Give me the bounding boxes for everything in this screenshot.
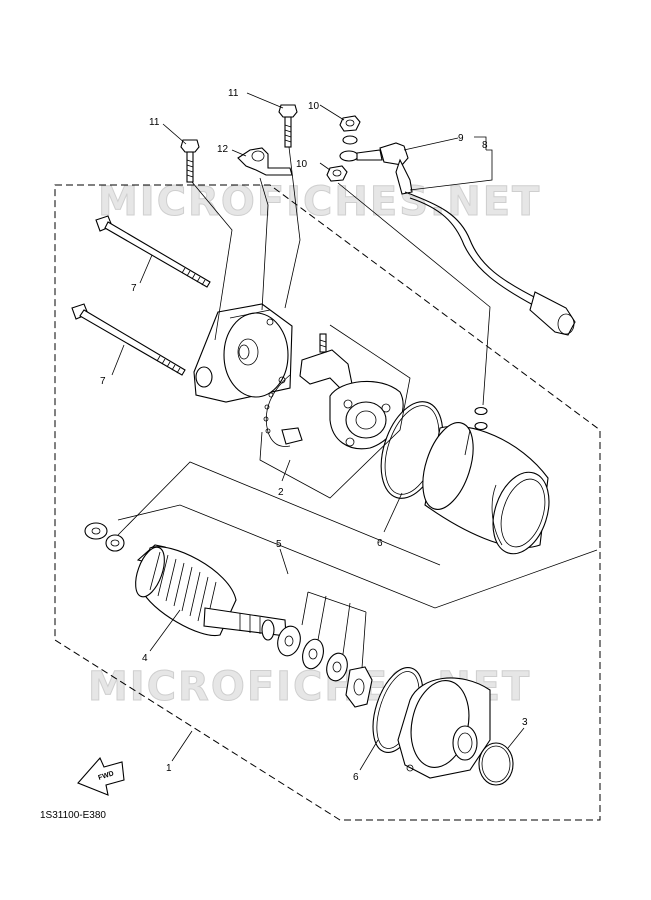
callout-6-upper: 6: [377, 538, 383, 549]
long-bolt-7-upper[interactable]: [95, 215, 211, 288]
callout-7-upper: 7: [131, 283, 137, 294]
washer-5-right-b[interactable]: [299, 637, 326, 671]
front-cover[interactable]: [193, 303, 293, 403]
callout-9: 9: [458, 133, 464, 144]
fwd-arrow-icon: FWD: [77, 756, 125, 796]
callout-5: 5: [276, 539, 282, 550]
diagram-code: 1S31100-E380: [40, 810, 106, 821]
washer-5-left-b[interactable]: [105, 534, 125, 552]
callout-6-lower: 6: [353, 772, 359, 783]
rear-cover[interactable]: [397, 675, 491, 779]
callout-8: 8: [482, 140, 488, 151]
brush-holder-2[interactable]: [263, 333, 404, 450]
callout-11-right: 11: [228, 88, 239, 99]
callout-12: 12: [217, 144, 229, 155]
washer-5-left-a[interactable]: [84, 522, 108, 540]
fwd-label: FWD: [97, 770, 114, 782]
washer-10-top[interactable]: [342, 135, 358, 145]
callout-11-left: 11: [149, 117, 160, 128]
leader-lines: [111, 92, 598, 771]
callout-2: 2: [278, 487, 284, 498]
bolt-11-left[interactable]: [180, 139, 200, 183]
washer-5-right-c[interactable]: [324, 651, 351, 683]
starter-cable-9[interactable]: [339, 142, 576, 336]
starter-yoke[interactable]: [413, 416, 559, 561]
watermark-top: MICROFICHES.NET: [98, 179, 541, 225]
bolt-11-right[interactable]: [278, 104, 298, 148]
o-ring-3[interactable]: [478, 742, 514, 786]
yoke-washers[interactable]: [474, 406, 488, 431]
nut-10-top[interactable]: [339, 115, 361, 132]
armature-4[interactable]: [130, 543, 287, 641]
callout-3: 3: [522, 717, 528, 728]
lock-washer[interactable]: [345, 666, 373, 708]
callout-4: 4: [142, 653, 148, 664]
callout-10-top: 10: [308, 101, 320, 112]
long-bolt-7-lower[interactable]: [71, 303, 186, 376]
callout-1: 1: [166, 763, 172, 774]
nut-10-bottom[interactable]: [326, 165, 348, 182]
washer-5-right-a[interactable]: [274, 624, 303, 659]
clamp-12[interactable]: [237, 147, 293, 176]
callout-10-bottom: 10: [296, 159, 308, 170]
callout-7-lower: 7: [100, 376, 106, 387]
assembly-boundary: [54, 184, 601, 821]
